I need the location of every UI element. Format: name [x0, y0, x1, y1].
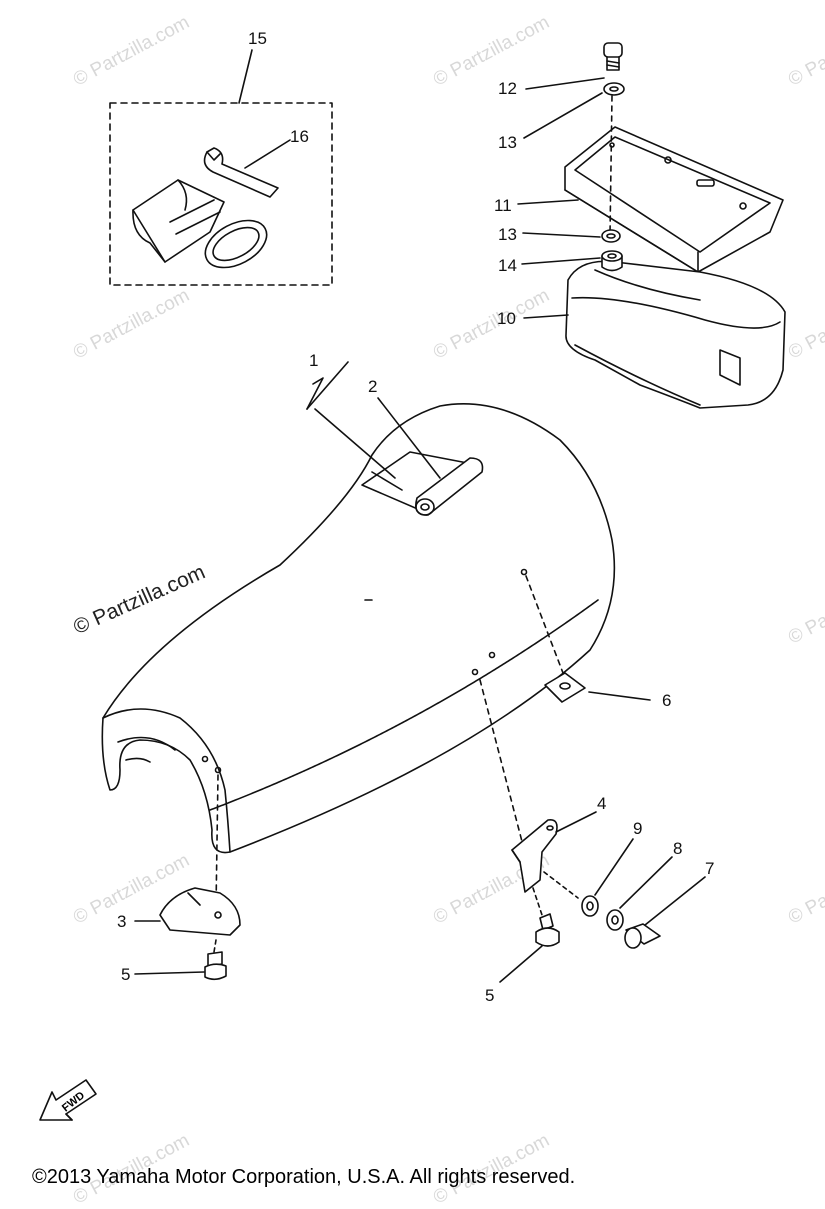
- callout-6: 6: [662, 691, 672, 710]
- callout-5: 5: [121, 965, 131, 984]
- callout-12: 12: [498, 79, 517, 98]
- storage-box: [565, 260, 786, 409]
- bolt-5-right: [499, 887, 560, 983]
- grommet-14: [601, 250, 623, 272]
- fwd-arrow-icon: [39, 1079, 97, 1121]
- callout-7: 7: [705, 859, 715, 878]
- callout-10: 10: [497, 309, 516, 328]
- bolt-7: [624, 876, 706, 949]
- washer-8: [606, 856, 673, 931]
- callout-14: 14: [498, 256, 517, 275]
- bolt-12: [603, 42, 623, 71]
- tail-box-assembly: [517, 42, 786, 409]
- callout-8: 8: [673, 839, 683, 858]
- callout-15: 15: [248, 29, 267, 48]
- callout-5: 5: [485, 986, 495, 1005]
- callout-9: 9: [633, 819, 643, 838]
- washer-9: [581, 838, 634, 917]
- callout-16: 16: [290, 127, 309, 146]
- bracket-6: [525, 575, 651, 703]
- tool-kit-dashed-box: [109, 102, 333, 286]
- tool-kit-group: [109, 49, 333, 286]
- washer-13-lower: [601, 229, 621, 243]
- callout-13: 13: [498, 225, 517, 244]
- callout-13: 13: [498, 133, 517, 152]
- bolt-5-left: [134, 939, 227, 981]
- callout-3: 3: [117, 912, 127, 931]
- bracket-4: [479, 679, 597, 899]
- box-lid: [564, 126, 784, 273]
- callout-4: 4: [597, 794, 607, 813]
- callout-11: 11: [494, 196, 512, 215]
- wrench: [203, 147, 279, 198]
- bracket-3: [134, 774, 241, 936]
- callout-2: 2: [368, 377, 378, 396]
- seat: [101, 361, 616, 854]
- callout-1: 1: [309, 351, 319, 370]
- tool-pouch: [132, 179, 268, 269]
- washer-13-top: [603, 82, 625, 96]
- copyright-text: ©2013 Yamaha Motor Corporation, U.S.A. A…: [32, 1166, 576, 1188]
